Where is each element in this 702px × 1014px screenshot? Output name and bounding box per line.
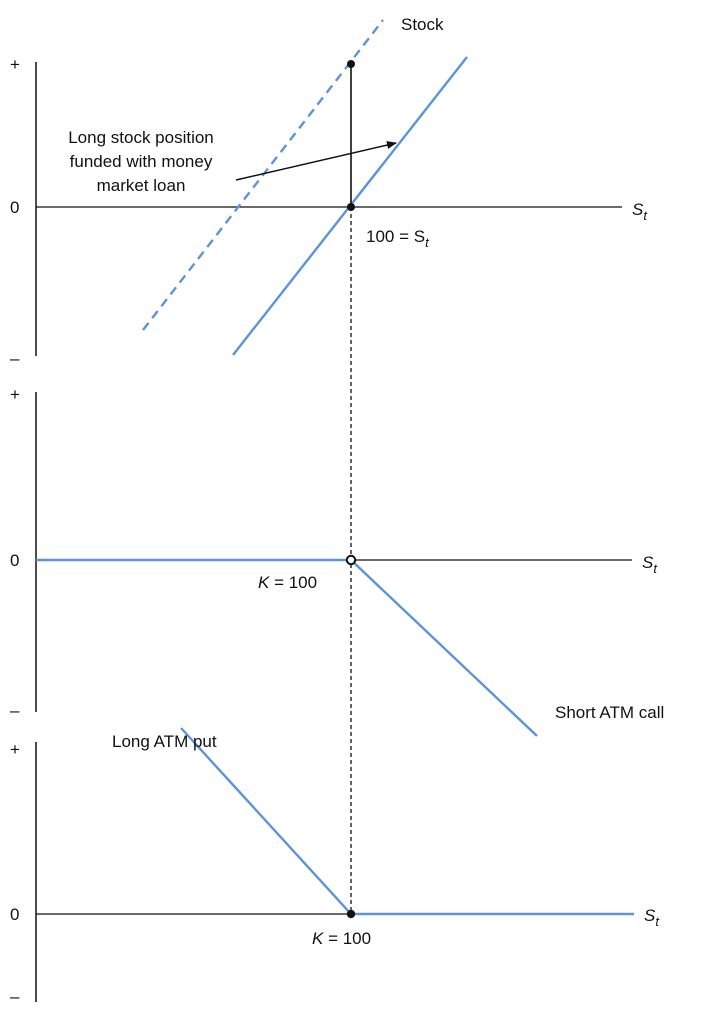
tick-zero-middle: 0 — [10, 551, 19, 570]
long-put-payoff-line — [180, 727, 634, 916]
x-axis-label-middle: St — [642, 553, 658, 576]
strike-point-bottom — [346, 909, 356, 919]
tick-plus-top: + — [10, 55, 20, 74]
tick-zero-top: 0 — [10, 198, 19, 217]
tick-minus-middle: – — [10, 701, 20, 720]
stock-label: Stock — [401, 15, 444, 34]
x-axis-label-top: St — [632, 200, 648, 223]
strike-label-middle: K = 100 — [258, 573, 317, 592]
long-put-label: Long ATM put — [112, 732, 217, 751]
annotation-line-3: market loan — [97, 176, 186, 195]
annotation-line-1: Long stock position — [68, 128, 214, 147]
tick-plus-middle: + — [10, 385, 20, 404]
tick-minus-top: – — [10, 349, 20, 368]
panel-middle: + 0 – St K = 100 Short ATM call — [10, 385, 664, 737]
short-call-label: Short ATM call — [555, 703, 664, 722]
tick-plus-bottom: + — [10, 740, 20, 759]
strike-label-bottom: K = 100 — [312, 929, 371, 948]
point-label-top: 100 = St — [366, 227, 430, 250]
panel-bottom: + 0 – St Long ATM put K = 100 — [10, 727, 660, 1006]
x-axis-label-bottom: St — [644, 906, 660, 929]
stock-point-marker — [347, 60, 355, 68]
tick-zero-bottom: 0 — [10, 905, 19, 924]
annotation-arrow — [235, 141, 397, 181]
origin-point-top — [347, 203, 355, 211]
panel-top: + 0 – St Stock Long stock position funde… — [10, 15, 648, 368]
tick-minus-bottom: – — [10, 987, 20, 1006]
strike-point-middle — [345, 554, 357, 566]
annotation-line-2: funded with money — [70, 152, 213, 171]
stock-payoff-line — [142, 19, 384, 331]
